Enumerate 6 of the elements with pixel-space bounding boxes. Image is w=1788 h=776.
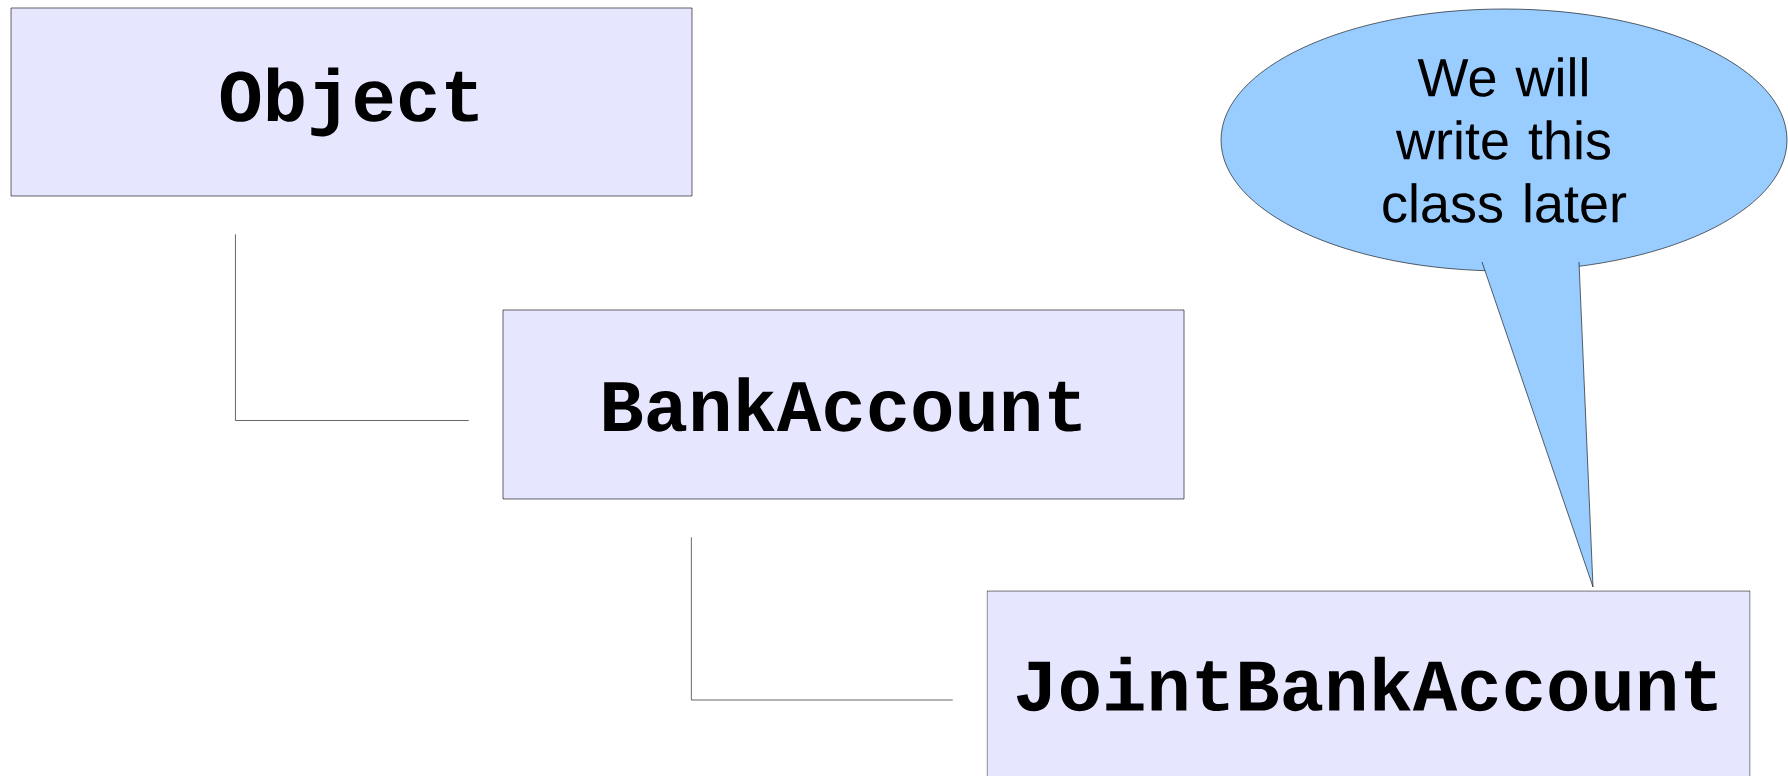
connector-line [235,234,469,421]
speech-bubble: We will write this class later [1220,8,1788,588]
class-box: Object [10,7,693,197]
class-box: BankAccount [502,309,1185,500]
connector-line [691,537,953,701]
class-box: JointBankAccount [986,590,1751,776]
